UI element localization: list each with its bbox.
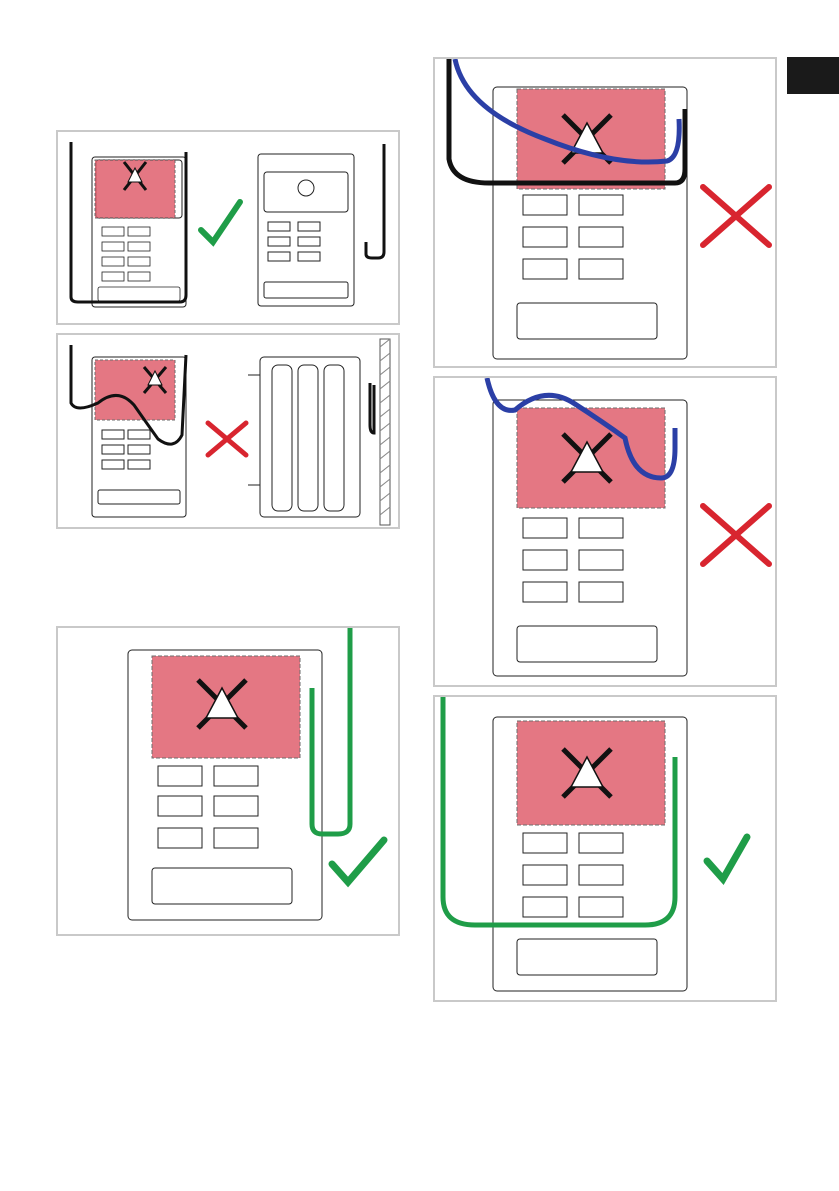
check-icon [707, 837, 747, 879]
figure-f-illustration [435, 697, 777, 1002]
figure-a-illustration [58, 132, 400, 325]
cross-icon [703, 506, 769, 564]
check-icon [332, 840, 384, 882]
figure-panel-b [56, 333, 400, 529]
figure-b-illustration [58, 335, 400, 529]
hose-side [370, 383, 374, 433]
figure-panel-e [433, 376, 777, 687]
figure-e-illustration [435, 378, 777, 687]
figure-panel-f [433, 695, 777, 1002]
figure-panel-a [56, 130, 400, 325]
hose-side [366, 144, 384, 258]
figure-c-illustration [58, 628, 400, 936]
check-icon [201, 202, 240, 242]
figure-panel-c [56, 626, 400, 936]
cross-icon [208, 423, 246, 455]
hose-correct [312, 628, 350, 834]
figure-d-illustration [435, 59, 777, 368]
cross-icon [703, 187, 769, 245]
language-tab [787, 57, 839, 94]
figure-panel-d [433, 57, 777, 368]
